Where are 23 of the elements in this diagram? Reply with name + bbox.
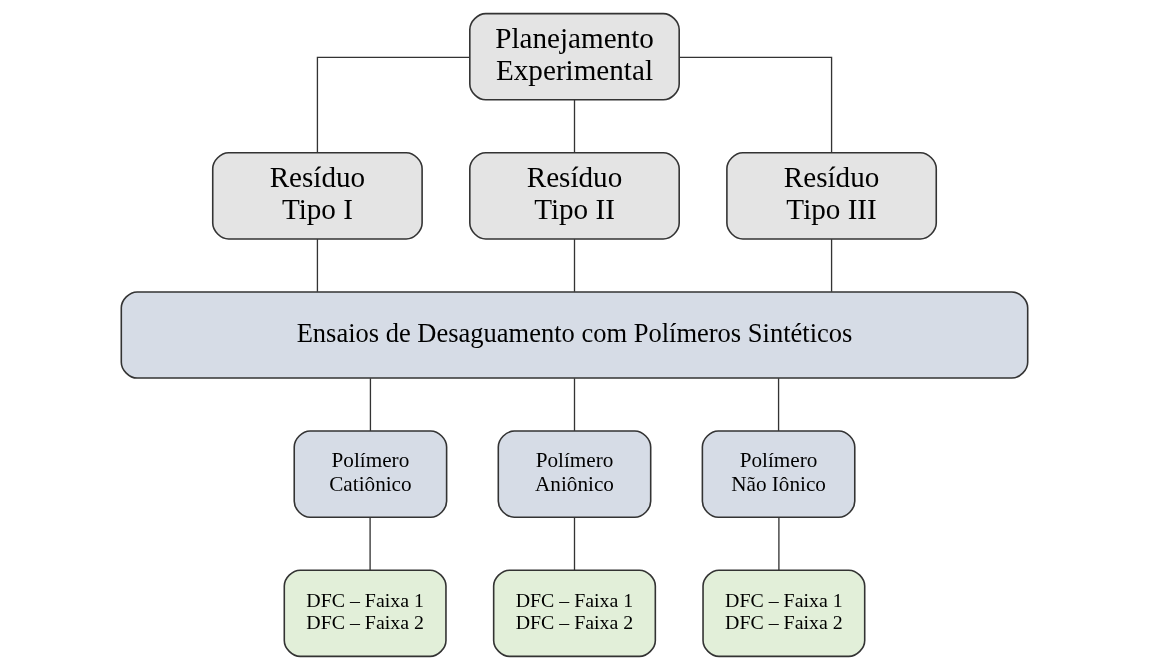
node-box: DFC – Faixa 1 DFC – Faixa 2 <box>283 569 447 658</box>
node-box: Ensaios de Desaguamento com Polímeros Sintéticos <box>120 291 1029 379</box>
connector <box>369 516 371 571</box>
node-box: Resíduo Tipo II <box>469 152 680 240</box>
node-box: Polímero Aniônico <box>497 430 652 518</box>
connector <box>777 377 780 432</box>
connector <box>830 238 833 293</box>
node-box: Polímero Não Iônico <box>701 430 856 518</box>
node-box: Resíduo Tipo III <box>726 152 938 240</box>
node-box: DFC – Faixa 1 DFC – Faixa 2 <box>702 569 866 658</box>
connector <box>316 56 471 154</box>
connector <box>678 56 833 154</box>
connector <box>778 516 780 571</box>
node-box: DFC – Faixa 1 DFC – Faixa 2 <box>492 569 657 658</box>
node-box: Planejamento Experimental <box>469 12 680 101</box>
node-box: Polímero Catiônico <box>293 430 448 518</box>
node-box: Resíduo Tipo I <box>211 152 423 240</box>
connector <box>573 99 576 154</box>
connector <box>573 238 576 293</box>
connector <box>573 377 576 432</box>
connector <box>316 238 319 293</box>
connector <box>369 377 372 432</box>
connector <box>573 516 576 571</box>
